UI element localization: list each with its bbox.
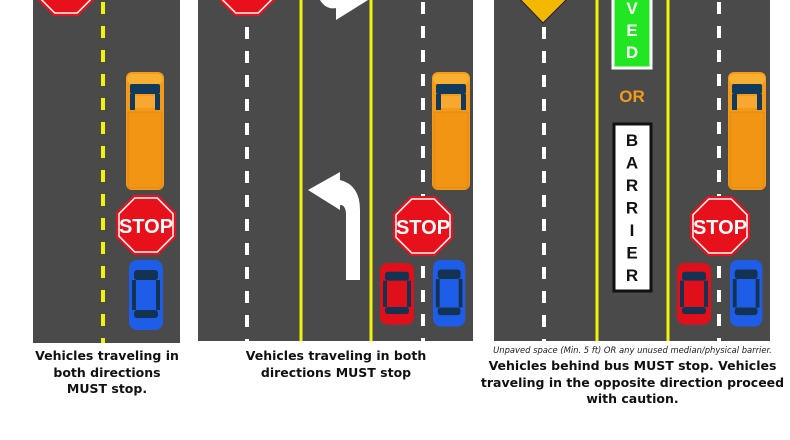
caption-panel-3: Vehicles behind bus MUST stop. Vehicles … xyxy=(480,358,785,408)
barrier-sign xyxy=(612,122,653,293)
caption-line: both directions xyxy=(53,364,161,380)
median-note: Unpaved space (Min. 5 ft) OR any unused … xyxy=(493,345,772,355)
caption-line: with caution. xyxy=(586,391,679,406)
barrier-letter: R xyxy=(626,176,638,195)
stop-text: STOP xyxy=(119,216,173,238)
or-label: OR xyxy=(619,87,645,106)
stop-arm-sign: STOP xyxy=(115,194,177,256)
stop-arm-sign: STOP xyxy=(392,195,454,257)
blue-car xyxy=(433,260,466,327)
blue-car xyxy=(730,260,763,327)
barrier-letter: B xyxy=(626,131,638,150)
stop-text: STOP xyxy=(396,217,450,239)
right-turn-arrow-partial xyxy=(320,0,368,20)
caption-panel-1: Vehicles traveling in both directions MU… xyxy=(27,348,187,398)
caption-line: traveling in the opposite direction proc… xyxy=(480,374,785,390)
school-bus xyxy=(125,71,165,191)
paved-letter: E xyxy=(626,21,637,40)
caption-line: Vehicles traveling in xyxy=(35,348,179,363)
barrier-letter: R xyxy=(626,199,638,218)
school-bus xyxy=(727,71,767,191)
paved-letter: D xyxy=(626,43,638,62)
barrier-letter: E xyxy=(626,244,637,263)
paved-letter: V xyxy=(626,0,638,18)
stop-arm-sign: STOP xyxy=(689,195,751,257)
paved-median-sign xyxy=(611,0,653,70)
barrier-letter: A xyxy=(626,154,638,173)
road-surface xyxy=(198,0,473,341)
school-bus xyxy=(431,71,471,191)
caption-line: Vehicles behind bus MUST stop. Vehicles xyxy=(488,358,777,373)
panel-two-lane-road: STOP xyxy=(33,0,180,343)
panel-multilane-with-turn-lane: STOP xyxy=(198,0,473,341)
red-car xyxy=(677,263,711,325)
blue-car xyxy=(129,260,163,330)
barrier-letter: I xyxy=(630,221,635,240)
red-car xyxy=(380,263,414,325)
caption-line: MUST stop. xyxy=(66,381,148,396)
caption-panel-2: Vehicles traveling in both directions MU… xyxy=(216,348,456,381)
caption-line: Vehicles traveling in both xyxy=(245,348,427,363)
barrier-letter: R xyxy=(626,266,638,285)
stop-text: STOP xyxy=(693,217,747,239)
left-turn-arrow xyxy=(308,172,360,280)
caption-line: directions MUST stop xyxy=(260,364,412,380)
yellow-warning-sign-partial xyxy=(520,0,567,24)
